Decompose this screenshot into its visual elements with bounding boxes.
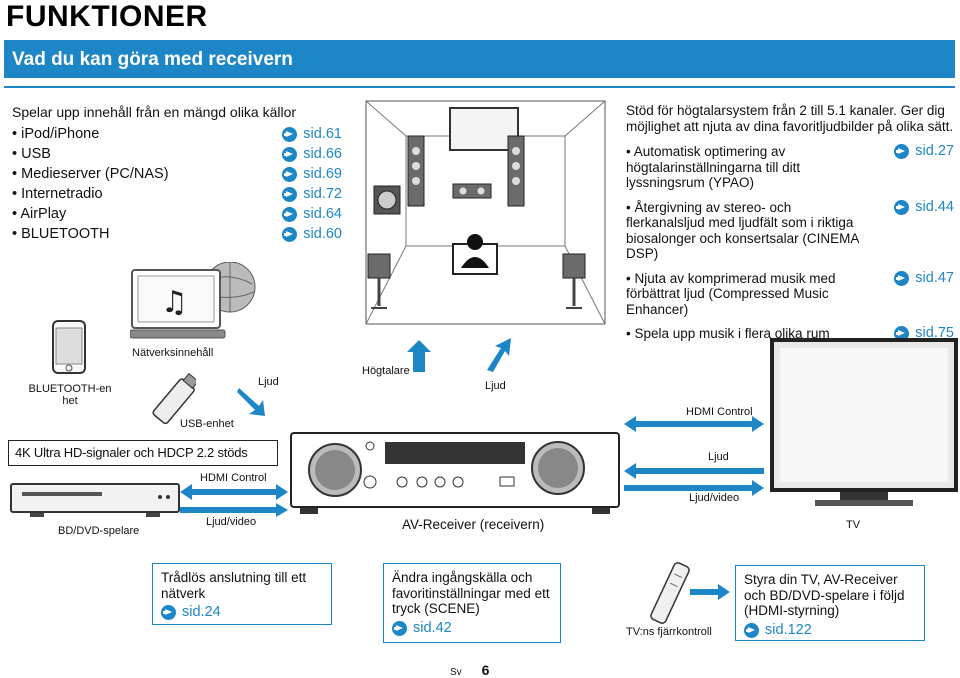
- page-ref-link[interactable]: sid.72: [282, 186, 342, 202]
- list-item: USB sid.66: [12, 144, 342, 164]
- list-item: Spela upp musik i flera olika rum sid.75: [626, 325, 954, 342]
- page-ref-link[interactable]: sid.27: [894, 143, 954, 160]
- arrow-right-icon: [894, 326, 910, 342]
- double-arrow-icon: [624, 416, 764, 432]
- page-ref-link[interactable]: sid.44: [894, 199, 954, 216]
- double-arrow-icon: [180, 484, 288, 500]
- page-ref-link[interactable]: sid.42: [392, 620, 452, 637]
- list-item: Medieserver (PC/NAS) sid.69: [12, 164, 342, 184]
- divider: [4, 86, 955, 88]
- usb-stick-icon: [152, 372, 196, 425]
- arrow-down-icon: [237, 388, 265, 416]
- list-item: Internetradio sid.72: [12, 184, 342, 204]
- arrow-up-icon: [407, 340, 431, 372]
- laptop-icon: ♫: [130, 262, 256, 339]
- page-ref-link[interactable]: sid.47: [894, 270, 954, 287]
- arrow-right-icon: [161, 605, 176, 621]
- sources-list: Spelar upp innehåll från en mängd olika …: [12, 104, 342, 244]
- smartphone-icon: [52, 320, 86, 374]
- hdmi-control-bd-label: HDMI Control: [200, 472, 267, 484]
- remote-label: TV:ns fjärrkontroll: [626, 626, 712, 638]
- arrow-right-icon: [744, 622, 759, 638]
- svg-text:♫: ♫: [161, 285, 188, 320]
- arrow-right-icon: [282, 186, 298, 202]
- arrow-right-icon: [282, 226, 298, 242]
- arrow-right-icon: [180, 503, 288, 517]
- arrow-right-icon: [282, 126, 298, 142]
- arrow-right-icon: [894, 144, 910, 160]
- bd-player-label: BD/DVD-spelare: [58, 525, 140, 537]
- arrow-right-icon: [282, 206, 298, 222]
- usb-unit-label: USB-enhet: [180, 418, 234, 430]
- arrow-right-icon: [392, 620, 407, 636]
- arrow-right-icon: [894, 270, 910, 286]
- hdcp-support-label: 4K Ultra HD-signaler och HDCP 2.2 stöds: [8, 440, 278, 466]
- remote-control-icon: [650, 562, 690, 624]
- tv-icon: [770, 338, 958, 506]
- wireless-box: Trådlös anslutning till ett nätverk sid.…: [152, 563, 332, 625]
- bluetooth-unit-label: BLUETOOTH-en het: [28, 383, 112, 407]
- sources-heading: Spelar upp innehåll från en mängd olika …: [12, 104, 297, 120]
- arrow-up-right-icon: [487, 338, 511, 372]
- speaker-surround-left-icon: [367, 253, 391, 309]
- tv-label: TV: [846, 519, 861, 531]
- network-content-label: Nätverksinnehåll: [132, 347, 214, 359]
- speaker-front-right-icon: [507, 135, 525, 207]
- bd-player-icon: [10, 483, 180, 517]
- arrow-right-icon: [282, 146, 298, 162]
- list-item: BLUETOOTH sid.60: [12, 224, 342, 244]
- page-ref-link[interactable]: sid.75: [894, 325, 954, 342]
- arrow-left-icon: [624, 463, 764, 479]
- page-ref-link[interactable]: sid.24: [161, 604, 221, 621]
- list-item: Automatisk optimering av högtalarinställ…: [626, 143, 954, 191]
- screen-icon: [449, 107, 519, 151]
- arrow-right-icon: [282, 166, 298, 182]
- list-item: Återgivning av stereo- och flerkanalslju…: [626, 199, 954, 262]
- hdmi-control-box: Styra din TV, AV-Receiver och BD/DVD-spe…: [735, 565, 925, 641]
- speaker-surround-right-icon: [562, 253, 586, 309]
- page-title: FUNKTIONER: [6, 0, 208, 33]
- subwoofer-icon: [373, 185, 401, 215]
- list-item: iPod/iPhone sid.61: [12, 124, 342, 144]
- arrow-right-icon: [894, 199, 910, 215]
- speaker-front-left-icon: [407, 135, 425, 207]
- speaker-center-icon: [452, 183, 492, 199]
- av-receiver-icon: [290, 432, 620, 514]
- speakers-label: Högtalare: [362, 365, 410, 377]
- listener-icon: [452, 234, 498, 275]
- page-ref-link[interactable]: sid.64: [282, 206, 342, 222]
- sound-label-2: Ljud: [485, 380, 506, 392]
- speaker-room-illustration: [365, 100, 606, 325]
- section-banner: Vad du kan göra med receivern: [4, 40, 955, 78]
- arrow-right-icon: [624, 480, 764, 496]
- audio-video-tv-label: Ljud/video: [689, 492, 740, 504]
- list-item: Njuta av komprimerad musik med förbättra…: [626, 270, 954, 318]
- sound-tv-label: Ljud: [708, 451, 729, 463]
- page-ref-link[interactable]: sid.69: [282, 166, 342, 182]
- page-ref-link[interactable]: sid.60: [282, 226, 342, 242]
- features-intro: Stöd för högtalarsystem från 2 till 5.1 …: [626, 103, 954, 134]
- sound-label: Ljud: [258, 376, 279, 388]
- audio-video-bd-label: Ljud/video: [206, 516, 257, 528]
- page-ref-link[interactable]: sid.61: [282, 126, 342, 142]
- page-ref-link[interactable]: sid.122: [744, 622, 812, 639]
- features-list: Stöd för högtalarsystem från 2 till 5.1 …: [626, 103, 954, 351]
- page-ref-link[interactable]: sid.66: [282, 146, 342, 162]
- arrow-right-icon: [690, 584, 730, 600]
- scene-box: Ändra ingångskälla och favoritinställnin…: [383, 563, 561, 643]
- list-item: AirPlay sid.64: [12, 204, 342, 224]
- hdmi-control-tv-label: HDMI Control: [686, 406, 753, 418]
- receiver-label: AV-Receiver (receivern): [402, 517, 545, 532]
